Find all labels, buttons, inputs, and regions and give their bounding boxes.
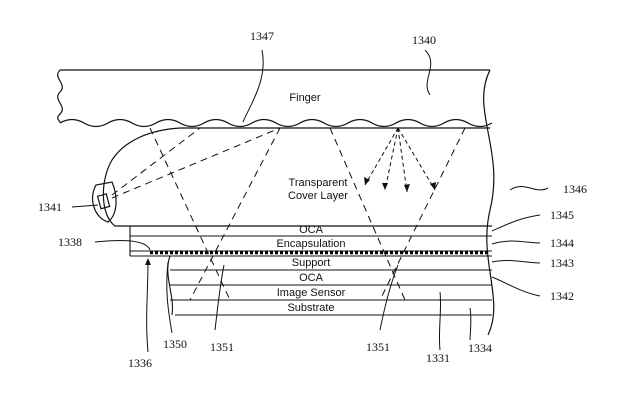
ref-1340: 1340 (412, 33, 436, 47)
arrowhead-4 (430, 182, 436, 190)
ref-1331: 1331 (426, 351, 450, 365)
light-source (92, 181, 117, 223)
ref-1336: 1336 (128, 356, 152, 370)
ref-1347: 1347 (250, 29, 274, 43)
leader-1336 (146, 261, 149, 353)
leader-1350 (166, 261, 173, 334)
arrowhead-2 (382, 183, 388, 190)
leader-1346 (509, 185, 549, 191)
oca-top-label: OCA (299, 224, 324, 236)
leader-1341 (71, 204, 99, 208)
leader-1338 (94, 239, 151, 251)
light-ray-2 (111, 127, 281, 199)
cover-label-line2: Cover Layer (288, 190, 348, 202)
leader-1351a (214, 264, 225, 331)
scatter-ray-1 (364, 127, 399, 186)
leader-lines (71, 49, 549, 353)
ref-1345: 1345 (550, 208, 574, 222)
finger-right-edge (483, 69, 495, 336)
arrowhead-1 (364, 177, 370, 185)
ref-1342: 1342 (550, 289, 574, 303)
leader-1351b (379, 264, 399, 331)
finger-ridges (59, 118, 493, 128)
scatter-arrows (364, 127, 436, 193)
leader-1345 (491, 214, 541, 232)
ref-1344: 1344 (550, 236, 574, 250)
light-source-housing (92, 181, 117, 223)
reflected-ray-2 (189, 127, 281, 301)
leader-1342 (491, 276, 541, 297)
image-sensor-label: Image Sensor (277, 287, 346, 299)
finger-left-wavy-edge (57, 69, 63, 124)
finger (57, 69, 495, 336)
ref-1351-right: 1351 (366, 340, 390, 354)
substrate-label: Substrate (287, 302, 334, 314)
leader-1331 (438, 291, 442, 351)
ref-1346: 1346 (563, 182, 587, 196)
light-emitter (96, 193, 111, 210)
leader-1336-arrowhead (145, 258, 151, 265)
support-label: Support (292, 257, 331, 269)
reflected-ray-4 (379, 127, 466, 301)
ref-1338: 1338 (58, 235, 82, 249)
ref-1341: 1341 (38, 200, 62, 214)
arrowhead-3 (404, 184, 410, 192)
cover-layer-outline (102, 127, 490, 227)
finger-label: Finger (289, 92, 321, 104)
scatter-ray-3 (397, 127, 408, 193)
cover-label-line1: Transparent (289, 177, 348, 189)
ref-1334: 1334 (468, 341, 492, 355)
ref-1343: 1343 (550, 256, 574, 270)
scatter-ray-2 (384, 127, 399, 191)
ref-1350: 1350 (163, 337, 187, 351)
leader-1347 (242, 49, 264, 123)
encapsulation-label: Encapsulation (276, 238, 345, 250)
leader-1343 (491, 259, 541, 264)
leader-1344 (491, 240, 541, 245)
reflected-ray-3 (329, 127, 406, 301)
cover-layer (102, 127, 492, 227)
lower-stack-left-edge (167, 255, 174, 316)
leader-1340 (424, 49, 432, 96)
oca-bottom-label: OCA (299, 272, 324, 284)
scatter-arrowheads (364, 177, 436, 192)
light-paths (111, 127, 466, 301)
scatter-ray-4 (397, 127, 436, 191)
light-ray-1 (111, 127, 201, 196)
ref-1351-left: 1351 (210, 340, 234, 354)
leader-1334 (469, 307, 472, 341)
reflected-ray-1 (149, 127, 231, 301)
